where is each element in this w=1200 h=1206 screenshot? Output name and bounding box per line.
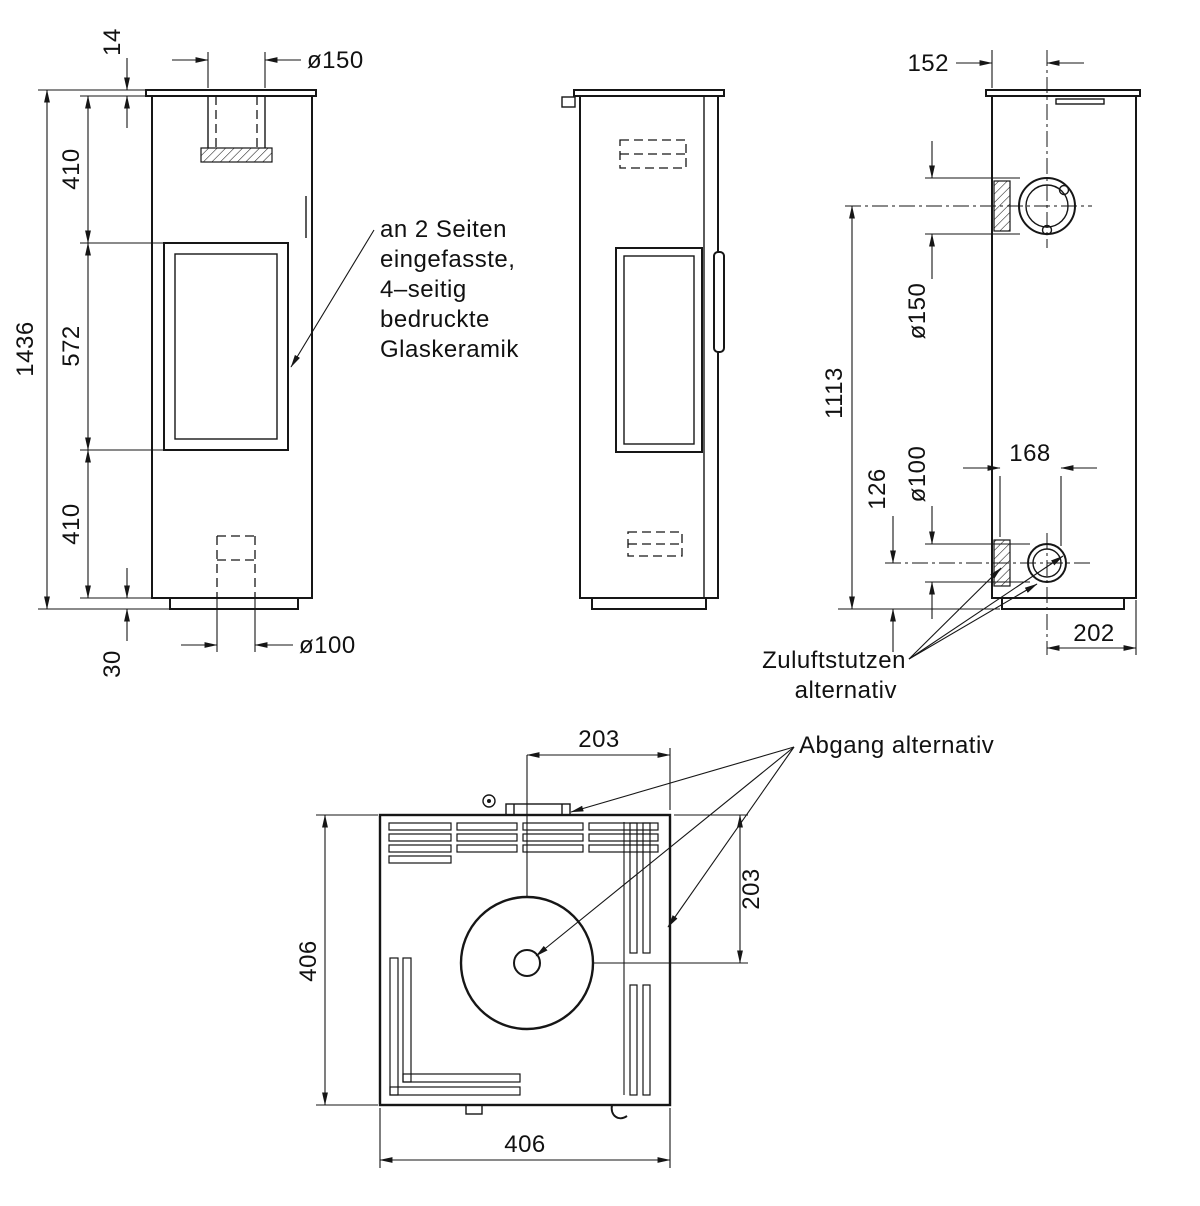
top-outline bbox=[378, 813, 672, 1107]
side-body bbox=[579, 95, 719, 599]
air-outlet bbox=[1027, 543, 1067, 583]
front-dimensions: 1436 410 572 410 14 30 ø150 ø100 bbox=[12, 28, 364, 678]
dim-depth: 406 bbox=[295, 940, 322, 982]
dim-width: 406 bbox=[504, 1131, 546, 1158]
dim-base-offset: 202 bbox=[1073, 620, 1115, 647]
dim-flue-center-height: 1113 bbox=[821, 367, 848, 419]
annotation-line-5: Glaskeramik bbox=[380, 336, 519, 363]
foot-left bbox=[465, 1104, 483, 1115]
dim-half-depth: 203 bbox=[738, 868, 765, 910]
top-dimensions: 203 203 406 406 bbox=[295, 726, 765, 1168]
dim-air-center-height: 126 bbox=[864, 468, 891, 510]
top-slot bbox=[1055, 98, 1105, 105]
dim-flue-offset: 152 bbox=[907, 50, 949, 77]
dim-upper-height: 410 bbox=[58, 148, 85, 190]
side-view bbox=[561, 89, 725, 610]
glass-annotation: an 2 Seiten eingefasste, 4–seitig bedruc… bbox=[290, 216, 519, 368]
dim-window-height: 572 bbox=[58, 325, 85, 367]
flue-stub-side bbox=[993, 180, 1011, 232]
door-handle bbox=[713, 251, 725, 353]
back-body bbox=[991, 95, 1137, 599]
front-view bbox=[145, 89, 317, 610]
annotation-leader bbox=[290, 229, 375, 368]
dim-plate-thickness: 14 bbox=[99, 28, 126, 56]
glass-window-inner bbox=[174, 253, 278, 440]
zuluft-label-line2: alternativ bbox=[795, 677, 897, 704]
back-dimensions: 152 ø150 1113 126 ø100 168 202 bbox=[821, 50, 1137, 655]
foot-right bbox=[610, 1104, 628, 1120]
annotation-line-2: eingefasste, bbox=[380, 246, 515, 273]
front-plinth bbox=[169, 597, 299, 610]
latch bbox=[482, 794, 496, 808]
dim-air-span: 168 bbox=[1009, 440, 1051, 467]
air-lever bbox=[561, 96, 576, 108]
flue-center-top bbox=[513, 949, 541, 977]
dim-total-height: 1436 bbox=[12, 321, 39, 376]
flue-circle-top bbox=[459, 895, 595, 1031]
annotation-line-1: an 2 Seiten bbox=[380, 216, 507, 243]
air-stub-side bbox=[993, 539, 1011, 587]
abgang-label: Abgang alternativ bbox=[799, 732, 994, 759]
back-plinth bbox=[1001, 597, 1125, 610]
outlet-note: Abgang alternativ bbox=[535, 732, 994, 957]
dim-flue-diameter-front: ø150 bbox=[307, 47, 364, 74]
glass-window-outer bbox=[163, 242, 289, 451]
back-view bbox=[845, 50, 1141, 655]
air-intake-note: Zuluftstutzen alternativ bbox=[762, 555, 1064, 704]
dim-flue-diameter-back: ø150 bbox=[904, 283, 931, 340]
annotation-line-3: 4–seitig bbox=[380, 276, 467, 303]
dim-air-diameter: ø100 bbox=[904, 446, 931, 503]
top-view bbox=[378, 794, 672, 1120]
annotation-line-4: bedruckte bbox=[380, 306, 490, 333]
dim-half-width: 203 bbox=[578, 726, 620, 753]
front-flue-flange bbox=[200, 147, 273, 163]
zuluft-label-line1: Zuluftstutzen bbox=[762, 647, 906, 674]
dim-plinth-height: 30 bbox=[99, 650, 126, 678]
side-window-inner bbox=[623, 255, 695, 445]
flue-position-top bbox=[505, 803, 571, 816]
side-plinth bbox=[591, 597, 707, 610]
side-window-outer bbox=[615, 247, 703, 453]
dim-base-diameter-front: ø100 bbox=[299, 632, 356, 659]
dim-lower-height: 410 bbox=[58, 503, 85, 545]
